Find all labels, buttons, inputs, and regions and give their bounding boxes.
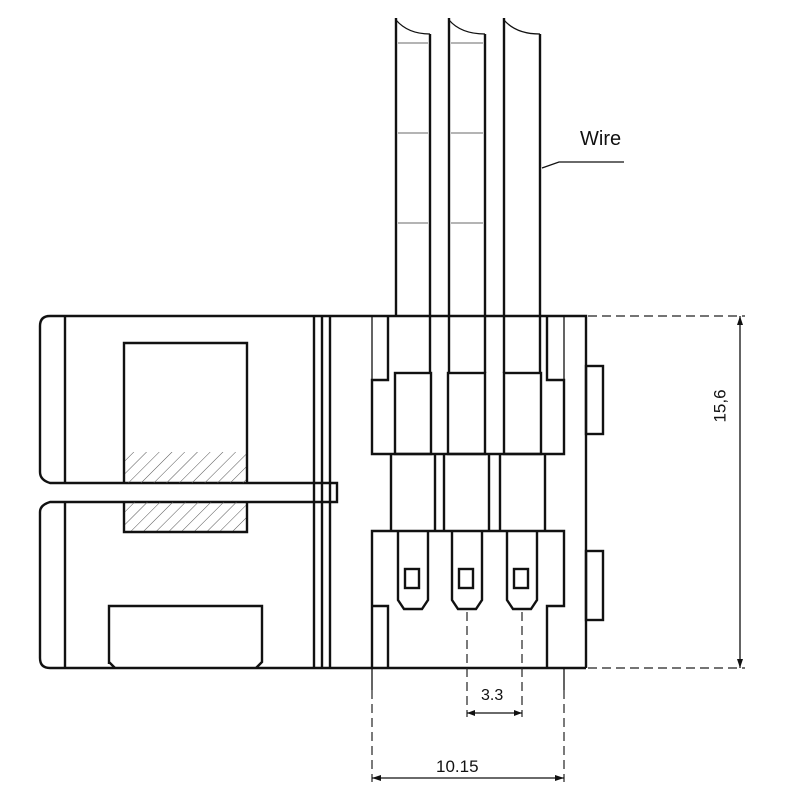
hatched-section-upper [125,452,246,483]
wires [394,18,624,373]
pin-3 [505,531,539,611]
left-housing [38,314,586,670]
height-dimension-label: 15,6 [710,389,730,423]
dimension-width [371,690,565,782]
wire-leader-line [541,161,624,169]
dimension-height [588,315,745,669]
wire-2 [447,18,487,373]
window-rect [122,341,249,534]
wire-3 [502,18,542,373]
bottom-connector [370,529,566,690]
latch-tab-lower [584,549,605,622]
top-connector [370,316,566,456]
hatched-section-lower [125,502,246,532]
middle-links [389,454,547,531]
dimension-pitch [466,612,523,717]
pin-1 [396,531,430,611]
wire-label: Wire [580,128,622,150]
right-housing [330,314,605,690]
wire-1 [394,18,432,373]
pitch-dimension-label: 3.3 [481,687,504,704]
pin-2 [450,531,484,611]
latch-tab-upper [584,364,605,436]
width-dimension-label: 10.15 [436,757,479,776]
bottom-recess [107,604,264,669]
